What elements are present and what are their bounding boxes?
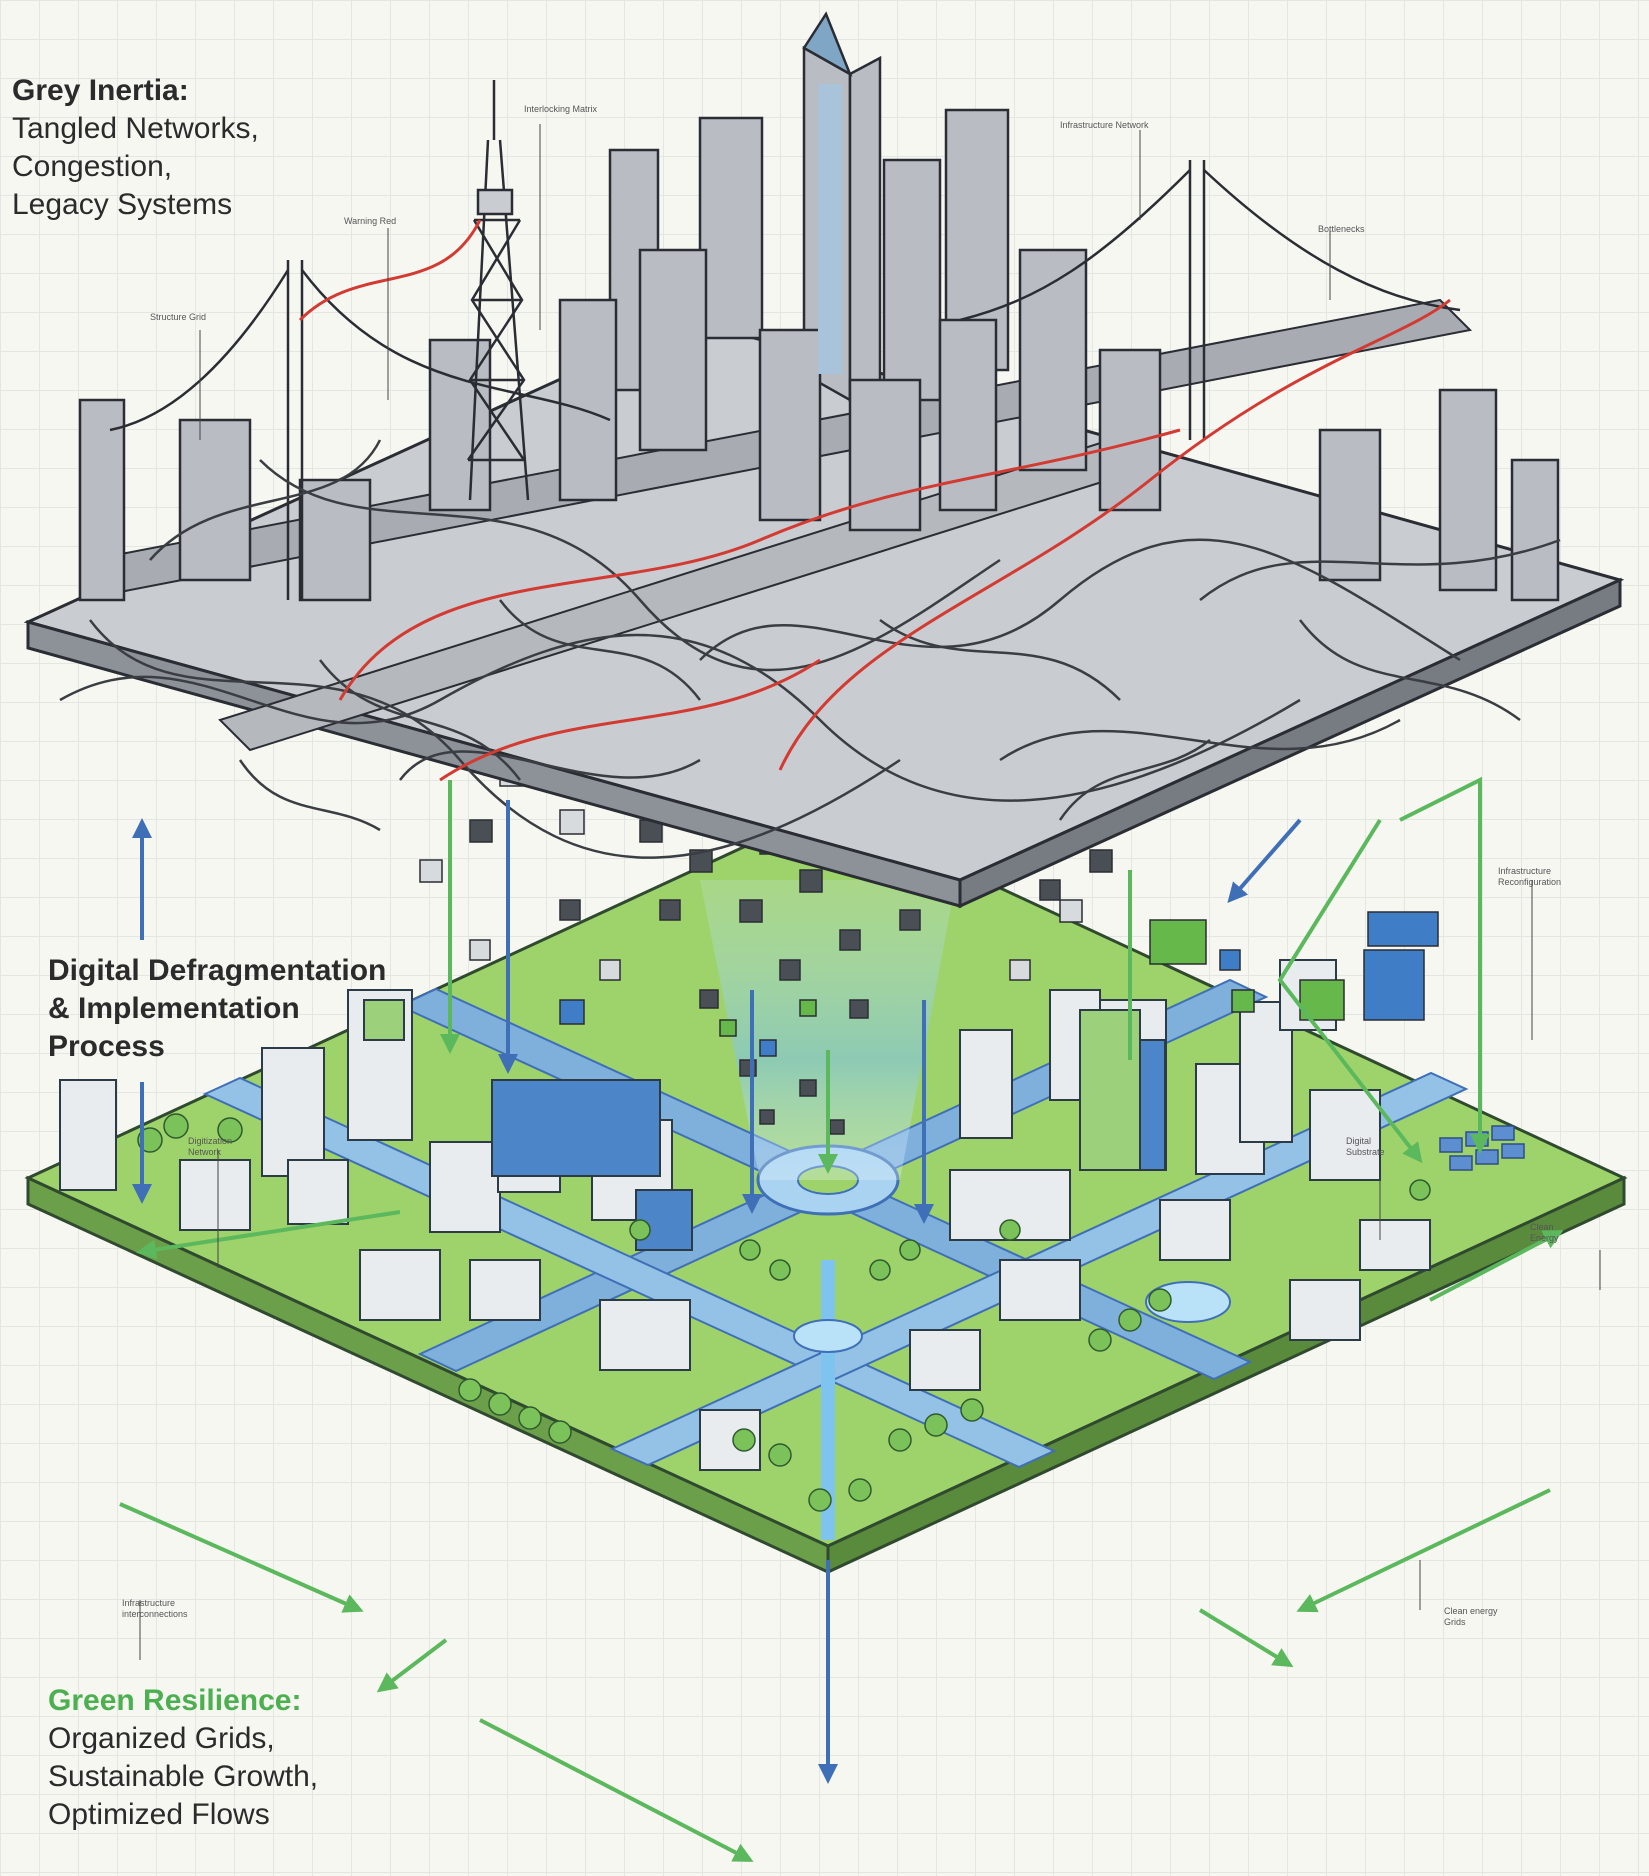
grey-skyscrapers [78,11,1560,602]
tiny-label-lower-right: Clean energy Grids [1444,1606,1498,1628]
grey-inertia-line: Congestion, [12,150,173,183]
tiny-label-left-grid: Structure Grid [150,312,207,322]
tiny-label-line: Substrate [1346,1147,1385,1157]
tiny-label-line: Digital [1346,1136,1372,1146]
tiny-label-right-corner: Clean Energy [1530,1222,1559,1244]
green-resilience-line: Sustainable Growth, [48,1760,319,1793]
process-line: & Implementation [48,992,300,1025]
tiny-label-line: Clean [1530,1222,1554,1232]
radio-tower [466,80,530,501]
grey-inertia-heading: Grey Inertia: [12,74,189,107]
tiny-label-right-mid2: Digital Substrate [1346,1136,1385,1158]
tiny-label-top-center: Interlocking Matrix [524,104,598,114]
process-line: Digital Defragmentation [48,954,387,987]
grey-inertia-label: Grey Inertia: Tangled Networks, Congesti… [12,72,259,224]
tiny-label-line: Reconfiguration [1498,877,1562,887]
tiny-label-line: Network [188,1147,222,1157]
red-warning-wires [298,219,1451,782]
tangled-wires [59,439,1561,859]
tiny-label-line: interconnections [122,1609,188,1619]
tiny-label-lower-left: Infrastructure interconnections [122,1598,188,1620]
green-resilience-heading: Green Resilience: [48,1684,302,1717]
green-arrows [119,776,1564,1862]
tiny-label-line: Infrastructure [1498,866,1552,876]
energy-beam [700,880,956,1180]
tiny-label-line: Infrastructure [122,1598,176,1608]
tiny-label-tower: Warning Red [344,216,397,226]
grey-city-platform [23,298,1625,909]
process-line: Process [48,1030,165,1063]
leader-lines [139,124,1601,1660]
green-resilience-line: Organized Grids, [48,1722,275,1755]
tiny-label-line: Clean energy [1444,1606,1498,1616]
tiny-label-line: Energy [1530,1233,1559,1243]
grey-inertia-line: Tangled Networks, [12,112,259,145]
tiny-label-top-right: Infrastructure Network [1060,120,1149,130]
tiny-label-right-mid: Infrastructure Reconfiguration [1498,866,1561,888]
tiny-label-far-right: Bottlenecks [1318,224,1365,234]
blue-arrows [132,800,1302,1784]
defragmentation-process-label: Digital Defragmentation & Implementation… [48,952,386,1066]
tiny-label-line: Grids [1444,1617,1466,1627]
trees [137,1113,1431,1512]
green-resilience-label: Green Resilience: Organized Grids, Susta… [48,1682,318,1834]
tiny-label-left-mid: Digitization Network [188,1136,232,1158]
tiny-label-line: Digitization [188,1136,233,1146]
green-resilience-line: Optimized Flows [48,1798,270,1831]
grey-inertia-line: Legacy Systems [12,188,233,221]
